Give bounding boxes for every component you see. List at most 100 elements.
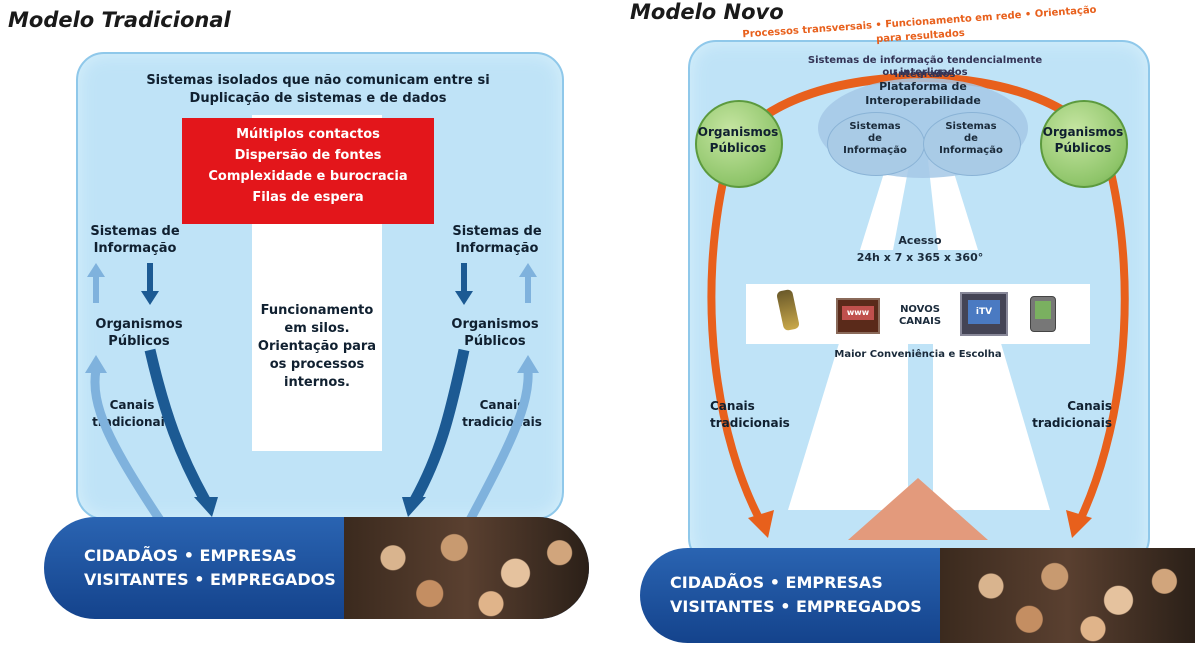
itv-tv-icon: iTV xyxy=(960,292,1008,336)
silos-line: em silos. xyxy=(284,321,350,336)
left-audience-pill: CIDADÃOS • EMPRESAS VISITANTES • EMPREGA… xyxy=(44,517,589,619)
label-line: Sistemas de xyxy=(452,224,542,239)
label-line: de xyxy=(868,133,882,144)
label-line: Canais xyxy=(109,398,155,412)
left-sys-label: Sistemas de Informação xyxy=(80,223,190,257)
up-arrowhead-left xyxy=(87,263,105,277)
www-screen: www xyxy=(842,306,874,320)
si-oval-left xyxy=(827,112,925,176)
orange-head-left xyxy=(748,510,774,538)
itv-screen: iTV xyxy=(968,300,1000,324)
platform-label: Plataforma de Interoperabilidade xyxy=(838,80,1008,108)
new-canais-right: Canais tradicionais xyxy=(1028,398,1112,432)
label-line: CANAIS xyxy=(898,316,942,327)
label-line: Organismos xyxy=(697,125,779,139)
left-dark-curve xyxy=(144,348,210,503)
label-line: Organismos xyxy=(95,317,183,332)
left-pill-line-2: VISITANTES • EMPREGADOS xyxy=(84,570,336,589)
right-org-label: Organismos Públicos xyxy=(430,316,560,350)
org-left-label: Organismos Públicos xyxy=(695,124,781,156)
red-line: Múltiplos contactos xyxy=(236,127,380,142)
left-light-head xyxy=(85,355,107,373)
acesso-label: Acesso 24h x 7 x 365 x 360° xyxy=(830,232,1010,266)
label-line: NOVOS xyxy=(900,304,940,315)
si-right-label: Sistemas de Informação xyxy=(923,121,1019,157)
right-light-curve xyxy=(466,369,533,523)
left-arrows xyxy=(85,263,539,523)
label-line: Sistemas de xyxy=(90,224,180,239)
red-line: Filas de espera xyxy=(252,190,364,205)
label-line: Públicos xyxy=(1054,141,1112,155)
label-line: Interoperabilidade xyxy=(865,94,981,107)
silos-line: Funcionamento xyxy=(260,303,374,318)
label-line: Informação xyxy=(93,241,177,256)
label-line: Acesso xyxy=(898,234,942,247)
left-light-curve xyxy=(90,369,164,523)
right-pill-line-2: VISITANTES • EMPREGADOS xyxy=(670,597,922,616)
label-line: tradicionais xyxy=(710,416,790,430)
red-line: Dispersão de fontes xyxy=(234,148,382,163)
silos-line: internos. xyxy=(283,375,350,390)
left-dark-head xyxy=(194,497,218,517)
inner-arc-2: ou interligados xyxy=(882,67,968,78)
red-issues-box: Múltiplos contactos Dispersão de fontes … xyxy=(182,118,434,224)
right-light-head xyxy=(517,355,539,373)
label-line: Informação xyxy=(939,145,1003,156)
inner-arc-1: Sistemas de informação tendencialmente i… xyxy=(807,55,1043,80)
right-audience-pill: CIDADÃOS • EMPRESAS VISITANTES • EMPREGA… xyxy=(640,548,1195,643)
label-line: Sistemas xyxy=(945,121,997,132)
left-top-text-2: Duplicação de sistemas e de dados xyxy=(189,91,447,106)
down-arrowhead-right xyxy=(455,291,473,305)
crowd-photo xyxy=(344,517,589,619)
si-left-label: Sistemas de Informação xyxy=(827,121,923,157)
label-line: tradicionais xyxy=(1032,416,1112,430)
up-arrowhead-right xyxy=(519,263,537,277)
label-line: Sistemas xyxy=(849,121,901,132)
road-right-top xyxy=(928,160,978,250)
label-line: Públicos xyxy=(108,334,170,349)
computer-icon: www xyxy=(836,298,880,334)
left-top-text-1: Sistemas isolados que não comunicam entr… xyxy=(146,73,490,88)
left-org-label: Organismos Públicos xyxy=(74,316,204,350)
label-line: Canais xyxy=(479,398,525,412)
label-line: 24h x 7 x 365 x 360° xyxy=(856,251,984,264)
new-canais-left: Canais tradicionais xyxy=(710,398,790,432)
conveniencia-label: Maior Conveniência e Escolha xyxy=(834,349,1002,360)
label-line: Canais xyxy=(710,399,755,413)
right-dark-head xyxy=(402,497,426,517)
right-pill-line-1: CIDADÃOS • EMPRESAS xyxy=(670,573,883,592)
right-sys-label: Sistemas de Informação xyxy=(442,223,552,257)
red-line: Complexidade e burocracia xyxy=(208,169,408,184)
org-circle-left xyxy=(695,100,783,188)
orange-arc-right xyxy=(1076,159,1129,522)
orange-head-right xyxy=(1066,510,1092,538)
silos-text: Funcionamento em silos. Orientação para … xyxy=(252,302,382,392)
label-line: Organismos xyxy=(1042,125,1124,139)
novos-canais-label: NOVOS CANAIS xyxy=(888,304,952,328)
label-line: Informação xyxy=(843,145,907,156)
down-arrowhead-left xyxy=(141,291,159,305)
org-circle-right xyxy=(1040,100,1128,188)
label-line: Organismos xyxy=(451,317,539,332)
pda-icon xyxy=(1030,296,1056,332)
light-cone xyxy=(848,478,988,540)
orange-arc-left xyxy=(707,159,764,522)
label-line: Públicos xyxy=(709,141,767,155)
left-canais-label: Canais tradicionais xyxy=(92,397,172,431)
label-line: tradicionais xyxy=(92,415,172,429)
right-dark-curve xyxy=(410,348,470,503)
right-title: Modelo Novo xyxy=(630,0,784,24)
label-line: Informação xyxy=(455,241,539,256)
road-left-bottom xyxy=(788,340,908,510)
label-line: Canais xyxy=(1067,399,1112,413)
org-right-label: Organismos Públicos xyxy=(1040,124,1126,156)
silos-line: Orientação para xyxy=(257,339,377,354)
si-oval-right xyxy=(923,112,1021,176)
label-line: de xyxy=(964,133,978,144)
label-line: Públicos xyxy=(464,334,526,349)
label-line: Plataforma de xyxy=(879,80,967,93)
crowd-photo xyxy=(940,548,1195,643)
pda-screen xyxy=(1035,301,1051,319)
road-right-bottom xyxy=(933,340,1050,510)
left-title: Modelo Tradicional xyxy=(8,8,231,32)
